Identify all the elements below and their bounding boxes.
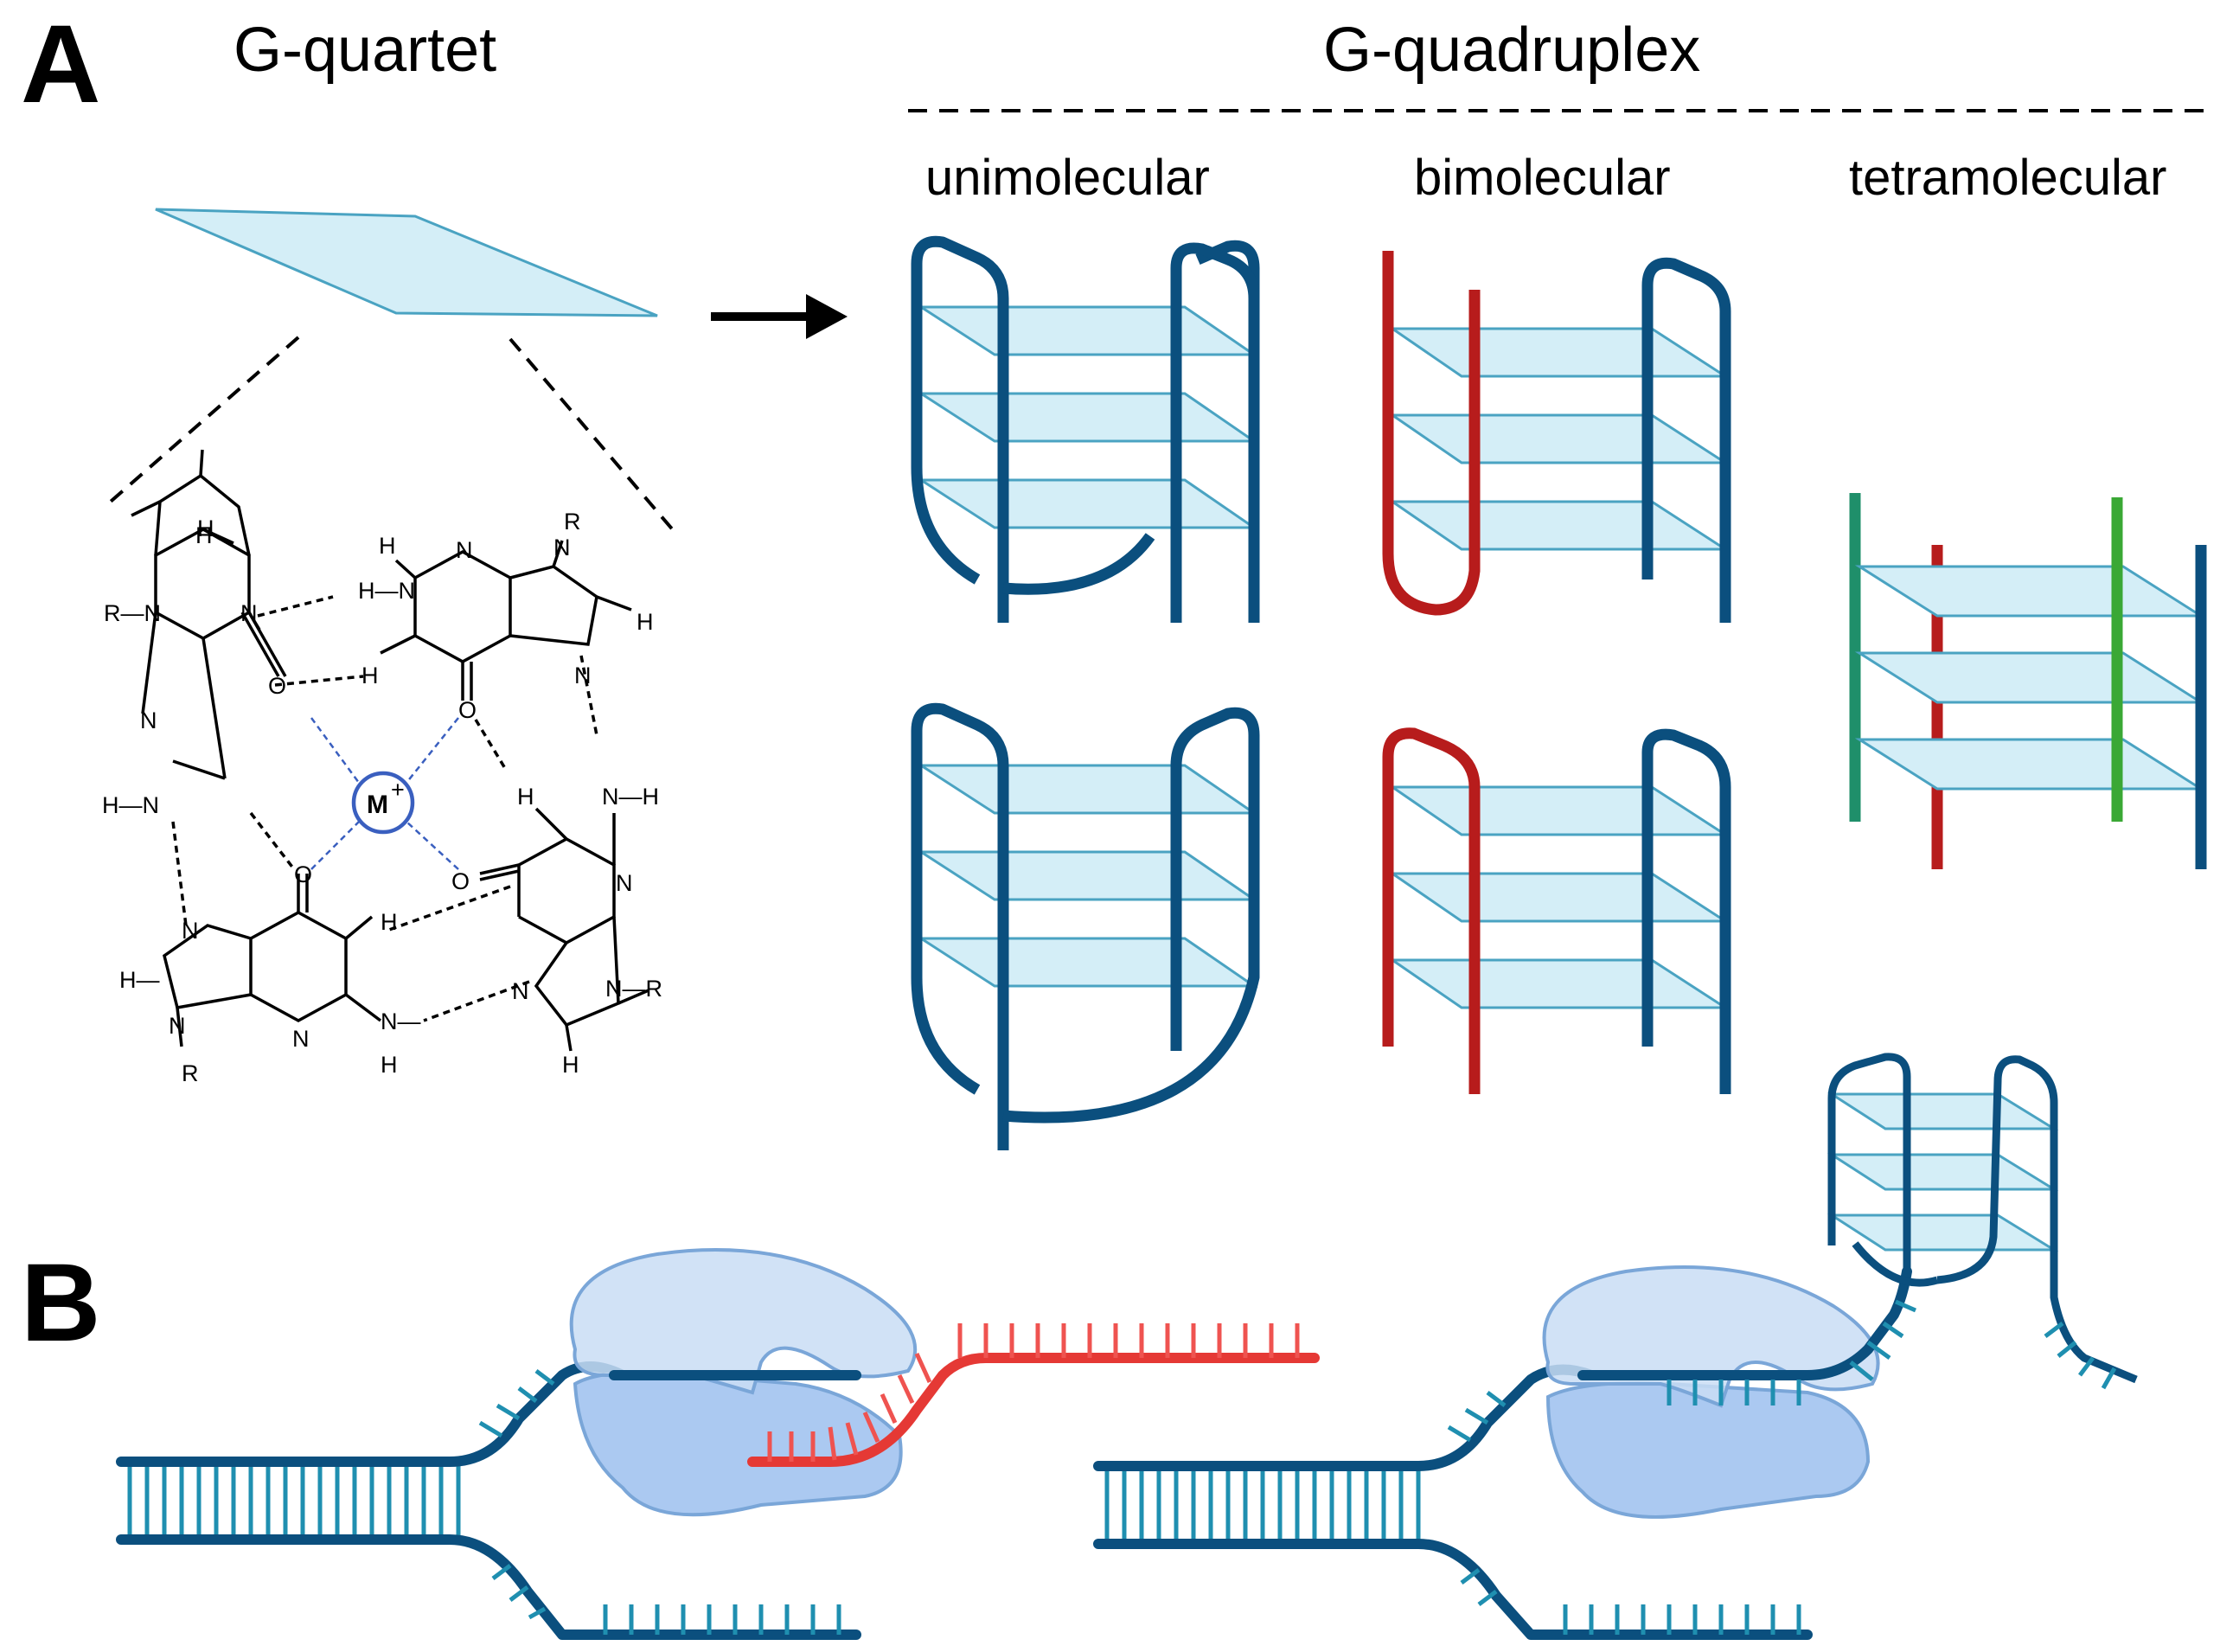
svg-text:N: N xyxy=(456,537,473,563)
helicase-upper-lobe xyxy=(569,1248,918,1395)
svg-text:H—N: H—N xyxy=(102,792,159,818)
svg-text:H: H xyxy=(197,515,214,541)
g-quartet-title: G-quartet xyxy=(234,16,496,85)
svg-text:O: O xyxy=(458,697,477,723)
g-quartet-plate xyxy=(155,208,658,317)
g4-strand-bases xyxy=(1667,1299,1916,1405)
duplex-rungs-left xyxy=(127,1466,461,1535)
svg-text:H: H xyxy=(381,909,398,935)
svg-text:H: H xyxy=(361,663,379,688)
rna-bases-left xyxy=(767,1323,1300,1462)
zoom-line-right xyxy=(509,337,676,534)
svg-text:R—N: R—N xyxy=(104,600,161,626)
bimolecular-quadruplex-bottom xyxy=(1382,727,1731,1094)
svg-text:H: H xyxy=(195,522,213,548)
panel-b-label: B xyxy=(21,1241,100,1365)
svg-text:N: N xyxy=(240,600,258,626)
panel-a-label: A xyxy=(21,3,100,126)
replication-fork-left xyxy=(116,1248,1320,1640)
replication-fork-right xyxy=(1093,1053,2138,1640)
svg-text:N—: N— xyxy=(381,1008,421,1034)
cation-charge: + xyxy=(391,777,405,803)
g-quadruplex-title: G-quadruplex xyxy=(1323,16,1700,85)
category-tetramolecular: tetramolecular xyxy=(1849,150,2166,206)
svg-text:H—N: H—N xyxy=(358,578,415,604)
svg-text:O: O xyxy=(294,861,312,887)
tetramolecular-quadruplex xyxy=(1849,493,2207,869)
svg-text:N: N xyxy=(140,708,157,733)
svg-text:H: H xyxy=(562,1052,579,1078)
g4-forming-strand xyxy=(1577,1266,1912,1380)
cation-label: M xyxy=(367,791,388,819)
zoom-line-left xyxy=(104,336,300,508)
guanine-bottom-right: O H N—H N N H N—R xyxy=(451,784,662,1078)
svg-text:H: H xyxy=(379,533,396,559)
svg-text:N: N xyxy=(616,870,633,896)
arrow-icon xyxy=(711,294,848,339)
svg-text:H: H xyxy=(381,1052,398,1078)
helicase-upper-lobe-right xyxy=(1542,1265,1880,1408)
bimolecular-quadruplex-top xyxy=(1382,251,1731,623)
guanine-bottom-left: N H— N R N O H N— H xyxy=(119,861,421,1086)
svg-text:N: N xyxy=(553,535,571,560)
guanine-top-left: R—N H N N O H H—N xyxy=(102,449,287,818)
svg-text:R: R xyxy=(564,509,581,535)
g-quartet-chemical-structure: R—N H N N O H H—N H H—N N N R H N O H xyxy=(102,449,662,1086)
svg-text:N: N xyxy=(292,1026,310,1052)
svg-text:H: H xyxy=(517,784,534,810)
category-bimolecular: bimolecular xyxy=(1414,150,1671,206)
svg-text:N: N xyxy=(169,1013,186,1039)
cation-circle xyxy=(351,771,415,835)
svg-text:R: R xyxy=(182,1060,199,1086)
svg-text:O: O xyxy=(451,868,470,894)
svg-text:N—R: N—R xyxy=(605,976,662,1002)
svg-text:N: N xyxy=(574,663,592,688)
svg-text:H: H xyxy=(637,609,654,635)
helicase-lower-lobe-right xyxy=(1545,1381,1871,1519)
svg-text:H—: H— xyxy=(119,967,160,993)
unimolecular-quadruplex-top xyxy=(911,235,1260,623)
category-unimolecular: unimolecular xyxy=(925,150,1210,206)
rna-strand-left xyxy=(747,1353,1320,1467)
svg-text:N—H: N—H xyxy=(602,784,659,810)
leading-strand-bases xyxy=(478,1369,841,1635)
small-g-quadruplex xyxy=(1827,1053,2138,1390)
unimolecular-quadruplex-bottom xyxy=(911,702,1260,1150)
guanine-top-right: H H—N N N R H N O H xyxy=(358,509,654,723)
right-strand-bases xyxy=(1447,1391,1801,1635)
duplex-rungs-right xyxy=(1104,1470,1421,1540)
